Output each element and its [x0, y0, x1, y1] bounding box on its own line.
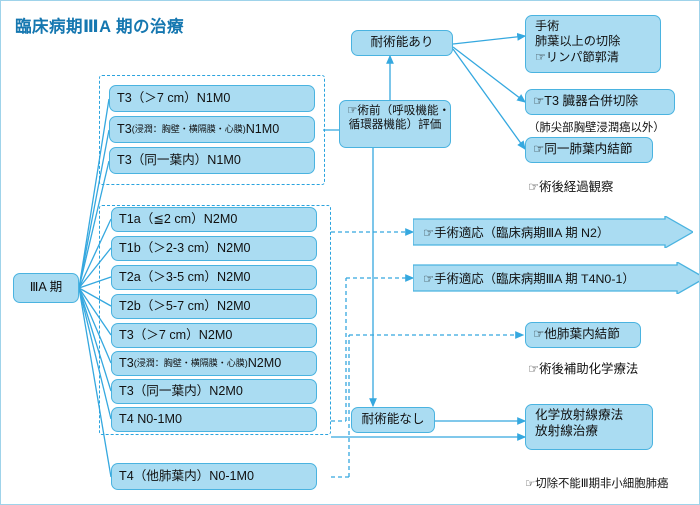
node-operable[interactable]: 耐術能あり [351, 30, 453, 56]
node-t3-same-lobe-n2m0[interactable]: T3（同一葉内）N2M0 [111, 379, 317, 404]
chemoradio-line-2: 放射線治療 [535, 423, 598, 438]
banner-surgical-indication-n2[interactable]: ☞手術適応（臨床病期ⅢA 期 N2） [413, 216, 693, 248]
surgery-line-2: 肺葉以上の切除 [535, 34, 621, 49]
root-node-stage-iiia[interactable]: ⅢA 期 [13, 273, 79, 303]
banner-shape [413, 216, 693, 248]
node-t2a-n2m0[interactable]: T2a（＞3-5 cm）N2M0 [111, 265, 317, 290]
node-label-tail: N2M0 [247, 355, 282, 370]
adjuvant-chemo-note: ☞術後補助化学療法 [528, 362, 639, 376]
node-label-detail: (浸潤：胸壁・横隔膜・心膜) [131, 123, 246, 134]
node-chemoradiotherapy[interactable]: 化学放射線療法 放射線治療 [525, 404, 653, 450]
chemoradio-line-1: 化学放射線療法 [535, 408, 624, 422]
node-t3-gt7cm-n2m0[interactable]: T3（＞7 cm）N2M0 [111, 323, 317, 348]
surgery-line-3: ☞リンパ節郭清 [535, 49, 620, 64]
preop-eval-line-2: 循環器機能）評価 [348, 118, 442, 132]
node-inoperable[interactable]: 耐術能なし [351, 407, 435, 433]
group-n2m0 [99, 205, 331, 435]
node-t4-other-lobe-n0-1m0[interactable]: T4（他肺葉内）N0-1M0 [111, 463, 317, 490]
banner-label: ☞手術適応（臨床病期ⅢA 期 T4N0-1） [423, 272, 635, 286]
banner-label: ☞手術適応（臨床病期ⅢA 期 N2） [423, 226, 610, 240]
group-n1m0 [99, 75, 325, 185]
t3-resection-note: （肺尖部胸壁浸潤癌以外） [528, 122, 665, 134]
postop-followup-note: ☞術後経過観察 [528, 180, 614, 194]
page-title: 臨床病期ⅢA 期の治療 [15, 18, 184, 36]
banner-shape [413, 262, 699, 294]
node-t3-invasion-n2m0[interactable]: T3(浸潤：胸壁・横隔膜・心膜) N2M0 [111, 351, 317, 376]
node-label-main: T3 [117, 121, 132, 136]
preop-eval-line-1: ☞術前（呼吸機能・ [347, 104, 451, 117]
node-same-lobe-nodule[interactable]: ☞同一肺葉内結節 [525, 137, 653, 163]
node-t3-gt7cm-n1m0[interactable]: T3（＞7 cm）N1M0 [109, 85, 315, 112]
node-t3-invasion-n1m0[interactable]: T3(浸潤：胸壁・横隔膜・心膜) N1M0 [109, 116, 315, 143]
node-other-lobe-nodule[interactable]: ☞他肺葉内結節 [525, 322, 641, 348]
banner-surgical-indication-t4n0-1[interactable]: ☞手術適応（臨床病期ⅢA 期 T4N0-1） [413, 262, 699, 294]
node-t1b-n2m0[interactable]: T1b（＞2-3 cm）N2M0 [111, 236, 317, 261]
node-label-tail: N1M0 [245, 121, 280, 136]
unresectable-note: ☞切除不能Ⅲ期非小細胞肺癌 [525, 478, 669, 490]
node-label-main: T3 [119, 355, 134, 370]
node-t2b-n2m0[interactable]: T2b（＞5-7 cm）N2M0 [111, 294, 317, 319]
surgery-line-1: 手術 [535, 19, 560, 33]
node-preop-evaluation[interactable]: ☞術前（呼吸機能・ 循環器機能）評価 [339, 100, 451, 148]
node-t3-combined-resection[interactable]: ☞T3 臓器合併切除 [525, 89, 675, 115]
node-surgery[interactable]: 手術 肺葉以上の切除 ☞リンパ節郭清 [525, 15, 661, 73]
node-label-detail: (浸潤：胸壁・横隔膜・心膜) [133, 357, 248, 368]
node-t3-same-lobe-n1m0[interactable]: T3（同一葉内）N1M0 [109, 147, 315, 174]
node-t1a-n2m0[interactable]: T1a（≦2 cm）N2M0 [111, 207, 317, 232]
node-t4-n0-1m0[interactable]: T4 N0-1M0 [111, 407, 317, 432]
